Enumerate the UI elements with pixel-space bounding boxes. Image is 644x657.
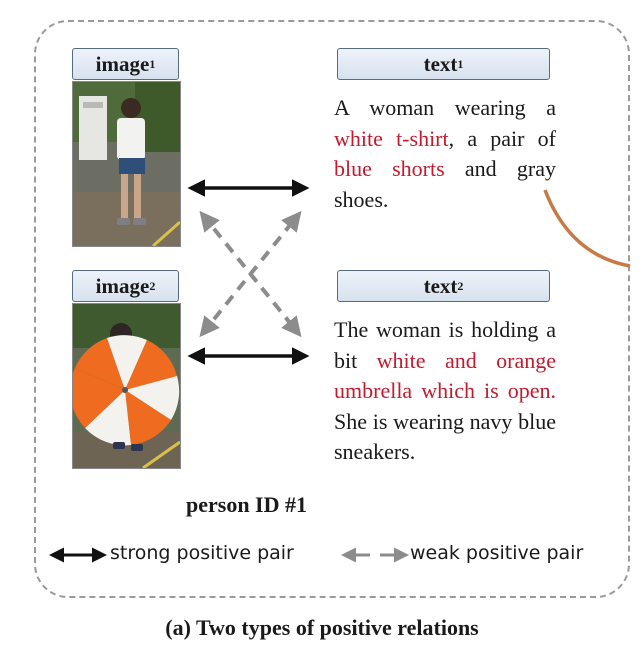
description-text: She is wearing navy blue sneakers. — [334, 408, 556, 465]
person-id-label: person ID #1 — [186, 492, 308, 517]
image-1-label: image — [95, 51, 150, 76]
image-2-photo — [72, 303, 181, 469]
highlighted-phrase: blue shorts — [334, 156, 445, 181]
text-1-description: A woman wearing a white t-shirt, a pair … — [334, 93, 556, 215]
image-1-subscript: 1 — [149, 56, 156, 71]
text-1-label: text — [423, 51, 458, 76]
description-text: A woman wearing a — [334, 95, 556, 120]
text-2-subscript: 2 — [457, 278, 464, 293]
text-1-subscript: 1 — [457, 56, 464, 71]
legend-strong-label: strong positive pair — [110, 542, 294, 564]
diagram-frame — [34, 20, 630, 598]
description-text: The woman is holding a bit — [334, 317, 556, 373]
text-2-description: The woman is holding a bit white and ora… — [334, 315, 556, 468]
highlighted-phrase: white and orange umbrella which is open. — [334, 347, 556, 404]
image-1-photo — [72, 81, 181, 247]
image-2-label: image — [95, 273, 150, 298]
legend: strong positive pair weak positive pair — [48, 540, 622, 570]
image-2-subscript: 2 — [149, 278, 156, 293]
legend-weak-label: weak positive pair — [410, 542, 584, 564]
figure-caption: (a) Two types of positive relations — [165, 615, 479, 640]
description-text: , a pair of — [448, 125, 556, 151]
highlighted-phrase: white t-shirt — [334, 125, 449, 151]
description-text: and gray shoes. — [334, 156, 556, 212]
text-2-label: text — [423, 273, 458, 298]
